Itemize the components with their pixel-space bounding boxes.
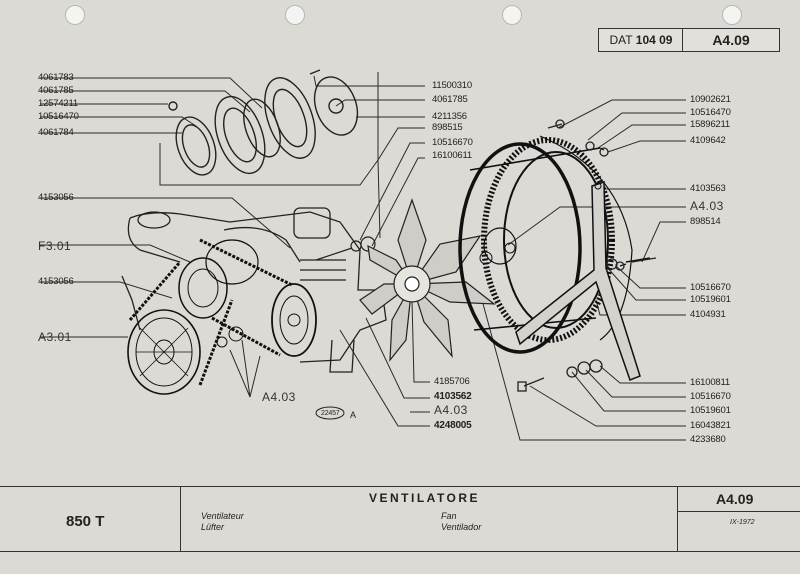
cross-reference: A4.03 bbox=[690, 199, 724, 213]
part-number: 10516670 bbox=[432, 137, 473, 148]
part-number: 898514 bbox=[690, 216, 721, 227]
part-number: 4103562 bbox=[434, 391, 472, 402]
part-number: 10519601 bbox=[690, 405, 731, 416]
part-number: 10902621 bbox=[690, 94, 731, 105]
description-cell: VENTILATORE Ventilateur Lüfter Fan Venti… bbox=[181, 487, 678, 551]
binder-hole bbox=[502, 5, 522, 25]
part-number: 10516470 bbox=[38, 111, 79, 122]
part-number: 10516670 bbox=[690, 391, 731, 402]
part-number: 4153056 bbox=[38, 276, 74, 287]
part-number: 12574211 bbox=[38, 98, 78, 109]
footer-sheet-code: A4.09 bbox=[716, 491, 754, 507]
part-number: 16043821 bbox=[690, 420, 731, 431]
part-number: 10516470 bbox=[690, 107, 731, 118]
drawing-suffix: A bbox=[350, 410, 356, 420]
cross-reference: A4.03 bbox=[434, 403, 468, 417]
cross-reference: F3.01 bbox=[38, 239, 72, 253]
binder-hole bbox=[65, 5, 85, 25]
part-number: 4185706 bbox=[434, 376, 470, 387]
drawing-number: 22457 bbox=[321, 410, 340, 417]
part-number: 4153056 bbox=[38, 192, 74, 203]
part-number: 15896211 bbox=[690, 119, 730, 130]
title-french: Ventilateur bbox=[201, 511, 244, 521]
part-number: 4109642 bbox=[690, 135, 726, 146]
part-number: 4248005 bbox=[434, 420, 472, 431]
sheet-code: A4.09 bbox=[682, 28, 780, 52]
code-cell: A4.09 IX-1972 bbox=[678, 487, 800, 551]
dat-reference: DAT 104 09 bbox=[598, 28, 684, 52]
cross-reference: A3.01 bbox=[38, 330, 72, 344]
fan-blades bbox=[359, 198, 496, 362]
part-number: 4061784 bbox=[38, 127, 74, 138]
part-number: 4061785 bbox=[432, 94, 468, 105]
title-spanish: Ventilador bbox=[441, 522, 482, 532]
sheet-title: VENTILATORE bbox=[369, 491, 481, 505]
title-block: 850 T VENTILATORE Ventilateur Lüfter Fan… bbox=[0, 486, 800, 552]
part-number: 4061783 bbox=[38, 72, 74, 83]
part-number: 898515 bbox=[432, 122, 463, 133]
part-number: 4233680 bbox=[690, 434, 726, 445]
title-german: Lüfter bbox=[201, 522, 225, 532]
part-number: 16100611 bbox=[432, 150, 472, 161]
title-english: Fan bbox=[441, 511, 457, 521]
part-number: 4061785 bbox=[38, 85, 74, 96]
model-cell: 850 T bbox=[0, 487, 181, 551]
leader-line bbox=[40, 77, 263, 109]
cross-reference: A4.03 bbox=[262, 390, 296, 404]
model-name: 850 T bbox=[66, 513, 105, 530]
binder-hole bbox=[285, 5, 305, 25]
part-number: 10519601 bbox=[690, 294, 731, 305]
issue-date: IX-1972 bbox=[730, 519, 755, 526]
part-number: 4104931 bbox=[690, 309, 726, 320]
part-number: 16100811 bbox=[690, 377, 730, 388]
binder-hole bbox=[722, 5, 742, 25]
fan-shroud bbox=[458, 135, 651, 381]
exploded-parts-diagram bbox=[40, 69, 686, 441]
part-number: 4103563 bbox=[690, 183, 726, 194]
part-number: 10516670 bbox=[690, 282, 731, 293]
part-number: 11500310 bbox=[432, 80, 472, 91]
dat-number: 104 09 bbox=[635, 33, 673, 47]
dat-label: DAT bbox=[609, 33, 633, 47]
part-number: 4211356 bbox=[432, 111, 467, 122]
